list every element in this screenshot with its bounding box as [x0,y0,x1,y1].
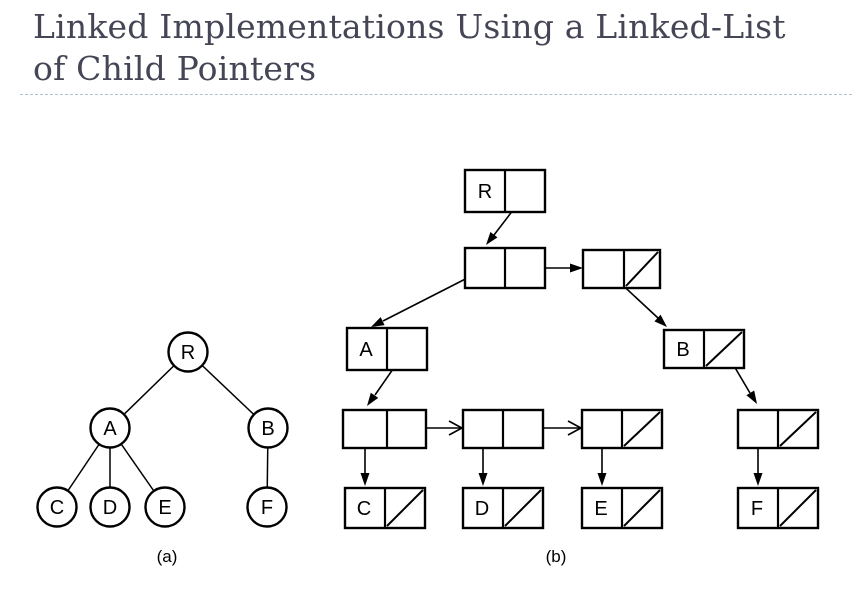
tree-node-e: E [144,486,186,528]
tree-node-f: F [246,486,288,528]
tree-node-a: A [89,407,131,449]
null-slash [623,411,661,447]
linked-list-diagram: R A B [341,168,820,566]
null-slash [504,489,542,527]
tree-node-b: B [247,407,289,449]
node-value: E [594,498,607,520]
tree-node-circle [144,486,186,528]
null-slash [705,331,743,367]
tree-diagram: R A B C D E F [36,331,289,566]
tree-node-d: D [89,486,131,528]
tree-edges [56,351,269,508]
arrowhead [478,473,488,486]
arrowhead [486,232,498,245]
tree-node-label: C [50,497,64,519]
arrowhead [654,314,667,327]
node-box [581,248,662,290]
node-box [341,408,428,450]
node-value: R [478,181,492,203]
arrowhead [371,317,385,327]
list-node-r: R [463,168,547,214]
childlist-node-a1 [341,408,428,450]
childlist-node-a3 [580,408,664,450]
list-node-b: B [662,328,746,370]
null-slash [779,489,817,527]
arrowhead [753,473,763,486]
tree-node-label: E [158,497,171,519]
arrowhead [367,392,379,406]
arrowhead [360,473,370,486]
tree-node-label: A [103,418,117,440]
node-value: A [359,339,373,361]
figure-caption-b: (b) [546,547,567,566]
tree-node-label: R [181,342,195,364]
tree-node-label: B [261,418,274,440]
null-slash [386,489,424,527]
arrowhead [570,263,583,273]
arrowhead [746,390,757,404]
childlist-node-r2 [581,248,662,290]
node-value: F [751,498,763,520]
null-slash [779,411,817,447]
node-value: C [357,498,371,520]
tree-node-circle [167,331,209,373]
list-node-c: C [343,486,427,530]
childlist-node-a2 [461,408,545,450]
tree-node-c: C [36,486,78,528]
tree-node-circle [246,486,288,528]
list-node-d: D [461,486,545,530]
null-slash [625,251,659,287]
figure-caption-a: (a) [157,547,178,566]
tree-node-circle [89,407,131,449]
childlist-node-b1 [736,408,820,450]
title-separator [20,94,852,95]
tree-node-circle [36,486,78,528]
slide-title-line2: of Child Pointers [33,49,317,88]
tree-node-r: R [167,331,209,373]
slide-title: Linked Implementations Using a Linked-Li… [33,6,786,90]
list-node-f: F [736,486,820,530]
list-node-a: A [345,326,429,372]
node-value: D [475,498,489,520]
tree-node-label: D [103,497,117,519]
arrowhead [597,473,607,486]
childlist-node-r1 [463,246,547,290]
tree-node-circle [89,486,131,528]
slide-title-line1: Linked Implementations Using a Linked-Li… [33,7,786,46]
null-slash [623,489,661,527]
list-node-e: E [580,486,664,530]
tree-node-circle [247,407,289,449]
tree-node-label: F [261,497,273,519]
node-value: B [676,339,689,361]
